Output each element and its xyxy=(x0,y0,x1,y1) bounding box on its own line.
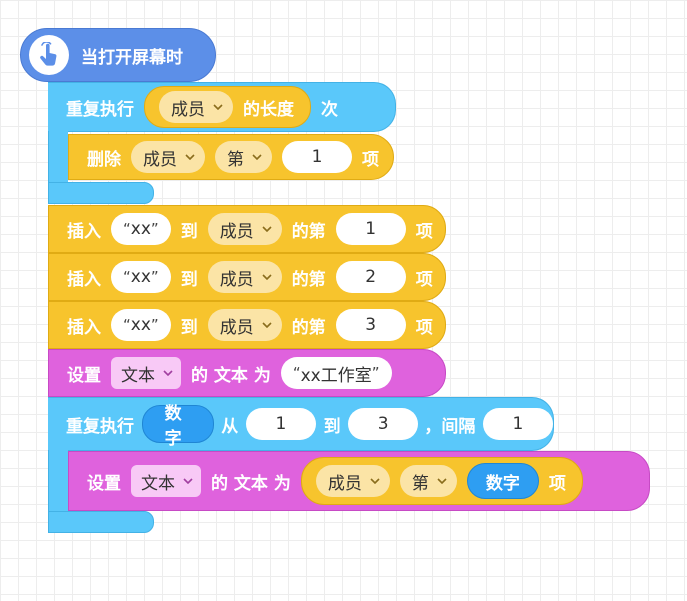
list-length-reporter[interactable]: 成员 的长度 xyxy=(144,86,311,128)
repeat-loop-arm xyxy=(48,131,68,183)
list-dropdown-value: 成员 xyxy=(143,149,177,170)
widget-dropdown-value: 文本 xyxy=(121,365,155,386)
hat-block-when-screen-opens[interactable]: 当打开屏幕时 xyxy=(20,28,216,82)
insert-list-item-block[interactable]: 插入 “xx” 到 成员 的第 3 项 xyxy=(48,301,446,349)
list-dropdown-value: 成员 xyxy=(219,317,254,338)
chevron-down-icon xyxy=(252,154,262,160)
insert-label: 插入 xyxy=(67,269,101,290)
text-value-input[interactable]: “xx工作室” xyxy=(280,357,392,389)
list-dropdown-value: 成员 xyxy=(327,473,362,494)
insert-value-input[interactable]: “xx” xyxy=(111,261,171,293)
repeat-loop-arm xyxy=(48,450,68,512)
delete-label: 删除 xyxy=(87,149,121,170)
to-label: 到 xyxy=(180,269,198,290)
list-dropdown-value: 成员 xyxy=(219,221,254,242)
list-dropdown[interactable]: 成员 xyxy=(207,309,282,341)
set-text-block[interactable]: 设置 文本 的 文本 为 “xx工作室” xyxy=(48,349,446,397)
variable-reporter[interactable]: 数字 xyxy=(466,463,539,499)
list-item-reporter[interactable]: 成员 第 数字 项 xyxy=(300,457,583,505)
index-input[interactable]: 1 xyxy=(335,213,406,245)
set-text-block[interactable]: 设置 文本 的 文本 为 成员 第 数字 项 xyxy=(68,451,650,511)
insert-value-input[interactable]: “xx” xyxy=(111,213,171,245)
from-input[interactable]: 1 xyxy=(245,408,316,440)
insert-list-item-block[interactable]: 插入 “xx” 到 成员 的第 2 项 xyxy=(48,253,446,301)
list-dropdown-value: 成员 xyxy=(219,269,254,290)
item-label: 项 xyxy=(415,269,433,290)
repeat-loop-foot xyxy=(48,511,154,533)
times-label: 次 xyxy=(321,99,338,120)
chevron-down-icon xyxy=(213,104,223,110)
step-input[interactable]: 1 xyxy=(482,408,553,440)
set-label: 设置 xyxy=(87,473,121,494)
length-label: 的长度 xyxy=(243,99,294,120)
property-label: 的 文本 为 xyxy=(211,473,291,494)
insert-value-input[interactable]: “xx” xyxy=(111,309,171,341)
insert-value-text: xx xyxy=(130,219,151,239)
repeat-loop-foot xyxy=(48,182,154,204)
index-input[interactable]: 3 xyxy=(335,309,406,341)
chevron-down-icon xyxy=(262,226,272,232)
index-mode-value: 第 xyxy=(411,473,429,494)
to-label: 到 xyxy=(323,416,341,437)
insert-label: 插入 xyxy=(67,221,101,242)
index-input[interactable]: 1 xyxy=(282,141,352,173)
to-label: 到 xyxy=(180,317,198,338)
repeat-keyword: 重复执行 xyxy=(66,416,134,437)
chevron-down-icon xyxy=(262,322,272,328)
insert-value-text: xx xyxy=(130,267,151,287)
text-value: xx工作室 xyxy=(300,365,372,386)
loop-variable[interactable]: 数字 xyxy=(141,404,214,449)
repeat-keyword: 重复执行 xyxy=(66,99,134,120)
widget-dropdown[interactable]: 文本 xyxy=(131,465,201,497)
to-label: 到 xyxy=(180,221,198,242)
hand-pointer-icon xyxy=(29,35,69,75)
chevron-down-icon xyxy=(262,274,272,280)
index-mode-value: 第 xyxy=(227,149,244,170)
item-label: 项 xyxy=(415,317,433,338)
from-label: 从 xyxy=(221,416,239,437)
list-dropdown[interactable]: 成员 xyxy=(207,213,282,245)
item-label: 项 xyxy=(548,473,566,494)
position-label: 的第 xyxy=(291,221,326,242)
index-mode-dropdown[interactable]: 第 xyxy=(399,465,457,497)
list-dropdown[interactable]: 成员 xyxy=(131,141,205,173)
index-mode-dropdown[interactable]: 第 xyxy=(215,141,272,173)
chevron-down-icon xyxy=(163,370,173,376)
index-input[interactable]: 2 xyxy=(335,261,406,293)
property-label: 的 文本 为 xyxy=(191,365,271,386)
item-label: 项 xyxy=(415,221,433,242)
delete-list-item-block[interactable]: 删除 成员 第 1 项 xyxy=(68,134,394,180)
position-label: 的第 xyxy=(291,317,326,338)
set-label: 设置 xyxy=(67,365,101,386)
repeat-times-block[interactable]: 重复执行 成员 的长度 次 xyxy=(48,82,396,132)
chevron-down-icon xyxy=(185,154,195,160)
step-label: ，间隔 xyxy=(424,416,476,437)
to-input[interactable]: 3 xyxy=(348,408,419,440)
insert-label: 插入 xyxy=(67,317,101,338)
widget-dropdown[interactable]: 文本 xyxy=(111,357,181,389)
list-dropdown[interactable]: 成员 xyxy=(315,465,390,497)
chevron-down-icon xyxy=(437,478,447,484)
list-dropdown-value: 成员 xyxy=(171,99,205,120)
item-label: 项 xyxy=(362,149,379,170)
list-dropdown[interactable]: 成员 xyxy=(207,261,282,293)
position-label: 的第 xyxy=(291,269,326,290)
list-dropdown[interactable]: 成员 xyxy=(159,91,233,123)
chevron-down-icon xyxy=(183,478,193,484)
hat-label: 当打开屏幕时 xyxy=(81,47,183,68)
widget-dropdown-value: 文本 xyxy=(141,473,175,494)
insert-list-item-block[interactable]: 插入 “xx” 到 成员 的第 1 项 xyxy=(48,205,446,253)
insert-value-text: xx xyxy=(130,315,151,335)
repeat-range-block[interactable]: 重复执行 数字 从 1 到 3 ，间隔 1 xyxy=(48,397,554,451)
chevron-down-icon xyxy=(370,478,380,484)
